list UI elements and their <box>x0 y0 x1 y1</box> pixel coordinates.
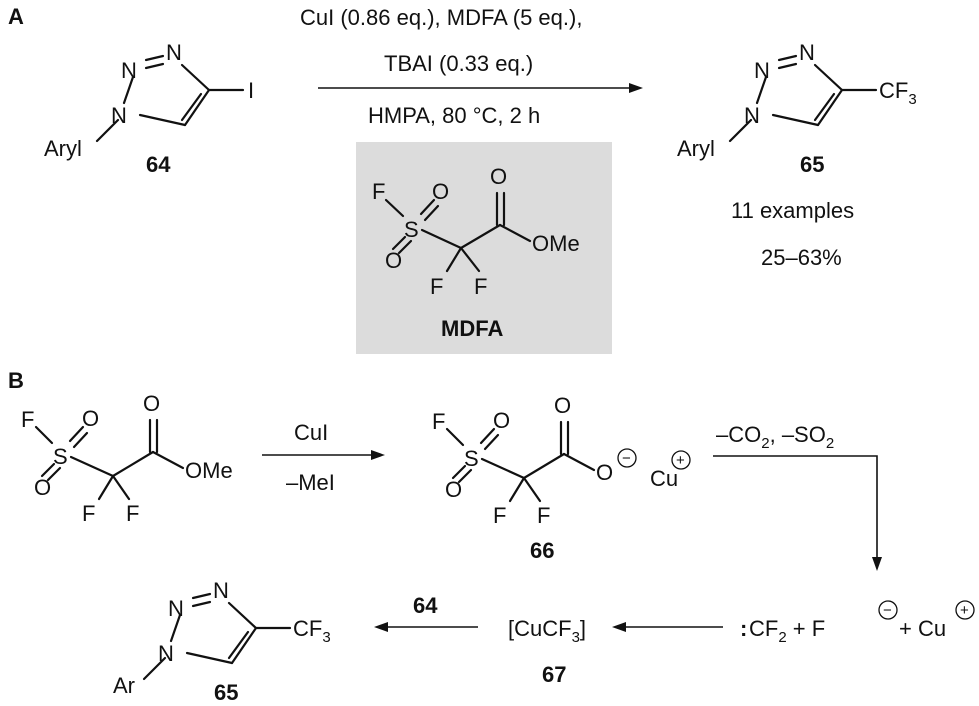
step4-reagent: 64 <box>413 593 438 618</box>
svg-text:O: O <box>445 477 462 502</box>
svg-text:O: O <box>493 408 510 433</box>
panel-a-label: A <box>8 4 24 29</box>
svg-text:N: N <box>799 40 815 65</box>
svg-text:O: O <box>490 164 507 189</box>
step2-arrow-head <box>872 557 882 571</box>
step1-byproduct: –MeI <box>286 470 335 495</box>
mdfa-reagent-box <box>356 142 612 354</box>
svg-text:N: N <box>158 641 174 666</box>
product-65-b-structure: N N N CF3 Ar <box>113 578 331 698</box>
svg-text:N: N <box>121 58 137 83</box>
svg-text:+: + <box>676 452 685 469</box>
difluorocarbene-products: : CF2 + F − + Cu + <box>740 600 975 646</box>
svg-text:O: O <box>385 248 402 273</box>
step2-arrow <box>713 455 878 558</box>
svg-text:F: F <box>493 503 506 528</box>
svg-text:N: N <box>166 40 182 65</box>
svg-text:S: S <box>404 217 419 242</box>
svg-text:S: S <box>464 446 479 471</box>
svg-text:N: N <box>754 58 770 83</box>
yield-range: 25–63% <box>761 245 842 270</box>
svg-text:CF3: CF3 <box>879 78 917 108</box>
svg-text:−: − <box>883 602 892 619</box>
examples-count: 11 examples <box>731 198 854 223</box>
product-65-label: 65 <box>800 152 824 177</box>
svg-text:CF3: CF3 <box>293 616 331 646</box>
step3-arrow-head <box>612 622 626 632</box>
svg-text:Aryl: Aryl <box>44 136 82 161</box>
cucf3-label: 67 <box>542 662 566 687</box>
svg-text:F: F <box>432 409 445 434</box>
svg-text:N: N <box>168 596 184 621</box>
svg-text:S: S <box>53 444 68 469</box>
reactant-64-structure: N N N I Aryl <box>44 40 254 161</box>
svg-text:OMe: OMe <box>185 458 233 483</box>
svg-text:F: F <box>537 503 550 528</box>
svg-text:OMe: OMe <box>532 231 580 256</box>
conditions-line-1: CuI (0.86 eq.), MDFA (5 eq.), <box>300 5 582 30</box>
svg-text:N: N <box>111 103 127 128</box>
mdfa-label: MDFA <box>441 316 503 341</box>
svg-text:+ Cu: + Cu <box>899 616 946 641</box>
svg-text::: : <box>740 616 747 641</box>
reactant-64-label: 64 <box>146 152 171 177</box>
intermediate-66-structure: F S O O O O − Cu + F F <box>432 393 691 528</box>
svg-text:O: O <box>143 391 160 416</box>
svg-text:F: F <box>126 501 139 526</box>
svg-text:F: F <box>372 179 385 204</box>
mdfa-structure: F S O O O OMe F F <box>372 164 580 299</box>
svg-text:+: + <box>960 602 969 619</box>
product-65-b-label: 65 <box>214 680 238 705</box>
svg-text:N: N <box>213 578 229 603</box>
step2-byproducts: –CO2, –SO2 <box>716 422 834 452</box>
svg-text:Cu: Cu <box>650 466 678 491</box>
svg-text:O: O <box>34 475 51 500</box>
svg-text:F: F <box>21 407 34 432</box>
svg-text:N: N <box>744 103 760 128</box>
conditions-line-3: HMPA, 80 °C, 2 h <box>368 103 540 128</box>
svg-text:F: F <box>430 274 443 299</box>
panel-b-label: B <box>8 368 24 393</box>
svg-text:O: O <box>82 406 99 431</box>
conditions-line-2: TBAI (0.33 eq.) <box>384 51 533 76</box>
svg-text:Aryl: Aryl <box>677 136 715 161</box>
svg-text:CF2 + F: CF2 + F <box>749 616 825 646</box>
step4-arrow-head <box>374 622 388 632</box>
svg-text:O: O <box>554 393 571 418</box>
svg-text:O: O <box>596 460 613 485</box>
intermediate-66-label: 66 <box>530 538 554 563</box>
svg-text:F: F <box>474 274 487 299</box>
cucf3-reagent: [CuCF3] <box>508 616 586 646</box>
step1-reagent: CuI <box>294 420 328 445</box>
product-65-structure: N N N CF3 Aryl <box>677 40 917 161</box>
reaction-arrow-a-head <box>629 83 643 93</box>
svg-text:I: I <box>248 78 254 103</box>
svg-text:O: O <box>432 179 449 204</box>
svg-text:Ar: Ar <box>113 673 135 698</box>
svg-text:−: − <box>622 450 631 467</box>
mdfa-b-structure: F S O O O OMe F F <box>21 391 233 526</box>
step1-arrow-head <box>371 450 385 460</box>
svg-text:F: F <box>82 501 95 526</box>
